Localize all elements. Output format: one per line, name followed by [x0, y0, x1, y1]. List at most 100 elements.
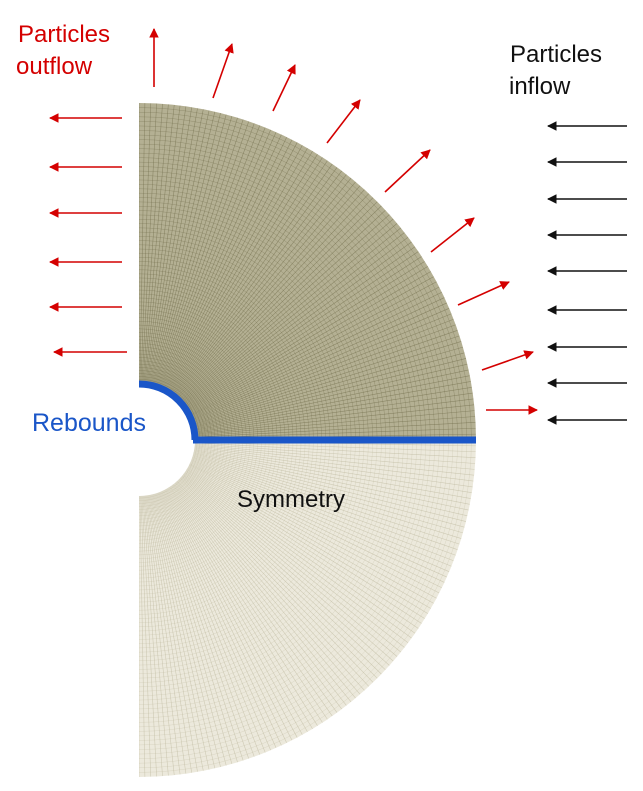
- mesh-radial-line: [187, 271, 432, 413]
- mesh-radial-line: [177, 480, 374, 683]
- mesh-radial-line: [193, 352, 465, 426]
- mesh-radial-line: [171, 167, 338, 395]
- mesh-arc-line: [139, 363, 216, 440]
- mesh-arc-line: [139, 321, 258, 440]
- mesh-radial-line: [194, 404, 475, 435]
- mesh-radial-line: [194, 448, 472, 494]
- mesh-radial-line: [153, 114, 227, 386]
- mesh-radial-line: [156, 493, 244, 761]
- mesh-radial-line: [193, 369, 469, 429]
- mesh-radial-line: [175, 185, 361, 398]
- mesh-radial-line: [176, 481, 365, 691]
- mesh-arc-line: [139, 440, 233, 534]
- mesh-radial-line: [189, 463, 445, 583]
- mesh-radial-line: [160, 129, 271, 389]
- mesh-arc-line: [139, 440, 306, 607]
- mesh-radial-line: [150, 110, 210, 386]
- mesh-radial-line: [186, 468, 429, 614]
- mesh-radial-line: [194, 427, 476, 439]
- mesh-arc-line: [139, 440, 294, 595]
- outflow-label: Particles outflow: [16, 21, 110, 80]
- mesh-radial-line: [165, 142, 298, 391]
- mesh-radial-line: [168, 487, 318, 726]
- mesh-radial-line: [184, 471, 416, 634]
- mesh-arc-line: [139, 134, 445, 440]
- mesh-arc-line: [139, 440, 387, 688]
- mesh-radial-line: [194, 443, 476, 464]
- mesh-radial-line: [176, 480, 370, 687]
- mesh-radial-line: [189, 297, 445, 417]
- mesh-arc-line: [139, 343, 236, 440]
- mesh-radial-line: [160, 491, 271, 751]
- mesh-radial-line: [154, 493, 233, 765]
- mesh-radial-line: [159, 127, 266, 389]
- mesh-arc-line: [139, 440, 229, 530]
- mesh-radial-line: [151, 111, 216, 386]
- inflow-label: Particles inflow: [509, 41, 602, 100]
- mesh-radial-line: [189, 292, 443, 416]
- mesh-radial-line: [140, 495, 152, 777]
- mesh-arc-line: [139, 440, 422, 723]
- mesh-arc-line: [139, 236, 343, 440]
- mesh-radial-line: [153, 494, 227, 766]
- mesh-arc-line: [139, 440, 314, 615]
- mesh-radial-line: [152, 112, 221, 386]
- mesh-radial-line: [143, 495, 169, 776]
- mesh-arc-line: [139, 440, 212, 513]
- mesh-radial-line: [161, 491, 277, 748]
- mesh-arc-line: [139, 357, 222, 440]
- mesh-radial-line: [180, 477, 390, 666]
- mesh-arc-line: [139, 440, 449, 750]
- mesh-radial-line: [176, 189, 365, 399]
- outflow-arrow: [430, 217, 475, 253]
- mesh-radial-line: [194, 441, 476, 453]
- mesh-upper-half: [139, 103, 476, 440]
- mesh-arc-line: [139, 440, 445, 746]
- mesh-arc-line: [139, 440, 404, 705]
- mesh-radial-line: [192, 346, 464, 425]
- mesh-radial-line: [180, 214, 390, 403]
- mesh-radial-line: [141, 495, 157, 777]
- mesh-arc-line: [139, 440, 298, 599]
- mesh-radial-line: [142, 495, 163, 777]
- mesh-radial-line: [139, 495, 146, 777]
- mesh-radial-line: [165, 145, 303, 392]
- mesh-arc-line: [139, 440, 247, 548]
- mesh-radial-line: [191, 318, 454, 421]
- mesh-radial-line: [181, 475, 398, 657]
- mesh-radial-line: [171, 485, 338, 713]
- mesh-radial-line: [187, 276, 434, 414]
- mesh-arc-line: [139, 440, 339, 640]
- mesh-radial-line: [143, 104, 169, 385]
- mesh-radial-line: [184, 241, 412, 408]
- mesh-arc-line: [139, 332, 247, 440]
- outflow-arrow: [481, 350, 534, 371]
- mesh-arc-line: [139, 440, 348, 649]
- mesh-radial-line: [141, 103, 157, 385]
- mesh-radial-line: [194, 442, 476, 458]
- mesh-arc-line: [139, 305, 274, 440]
- mesh-radial-line: [194, 444, 475, 470]
- mesh-radial-line: [191, 329, 458, 423]
- mesh-arc-line: [139, 440, 290, 591]
- mesh-radial-line: [167, 487, 313, 730]
- mesh-arc-line: [139, 440, 322, 623]
- mesh-radial-line: [193, 451, 469, 511]
- mesh-arc-line: [139, 231, 348, 440]
- mesh-arc-line: [139, 440, 458, 759]
- mesh-radial-line: [194, 398, 474, 434]
- mesh-arc-line: [139, 125, 454, 440]
- mesh-radial-line: [187, 466, 434, 604]
- mesh-radial-line: [181, 476, 394, 662]
- mesh-arc-line: [139, 148, 431, 440]
- mesh-radial-line: [149, 109, 204, 386]
- mesh-arc-line: [139, 440, 286, 587]
- mesh-radial-line: [174, 177, 352, 397]
- mesh-radial-line: [166, 488, 308, 732]
- rebounds-boundary: [138, 380, 199, 441]
- mesh-arc-line: [139, 440, 255, 556]
- mesh-radial-line: [144, 104, 175, 385]
- mesh-radial-line: [190, 313, 452, 420]
- mesh-arc-line: [139, 309, 270, 440]
